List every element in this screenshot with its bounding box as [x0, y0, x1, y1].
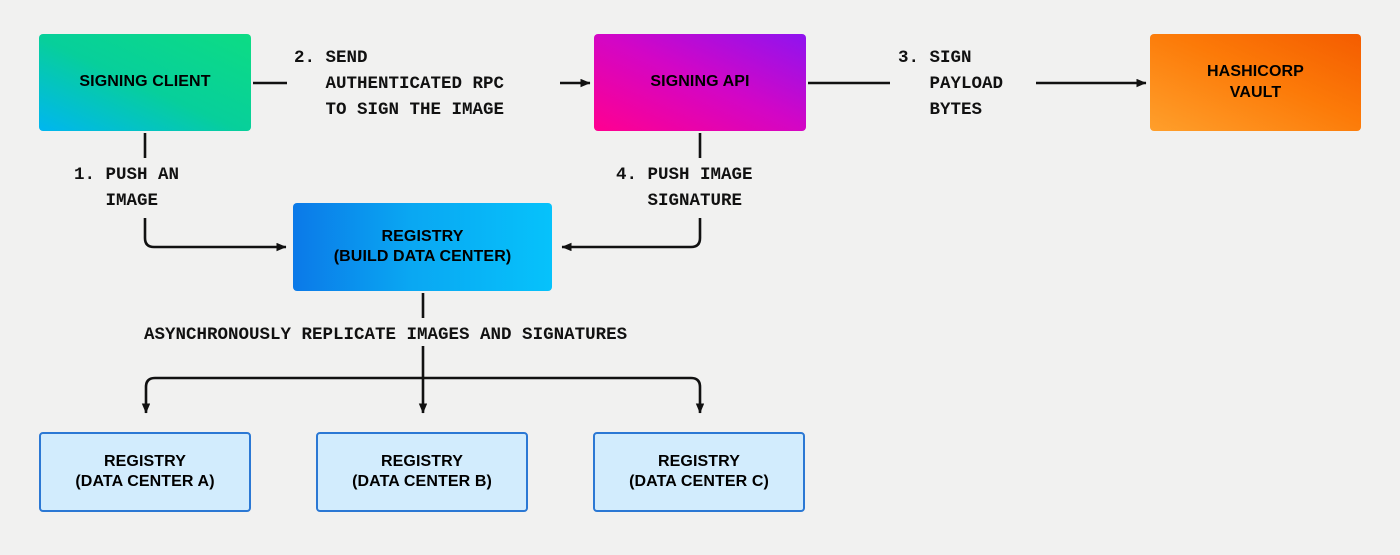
- node-signing-client-label: SIGNING CLIENT: [79, 73, 211, 91]
- node-hashicorp-vault[interactable]: HASHICORP VAULT: [1150, 34, 1361, 131]
- node-registry-build-label: REGISTRY (BUILD DATA CENTER): [333, 227, 512, 265]
- edge-label-replicate: ASYNCHRONOUSLY REPLICATE IMAGES AND SIGN…: [144, 325, 628, 345]
- node-registry-data-center-b[interactable]: REGISTRY (DATA CENTER B): [316, 432, 528, 512]
- node-registry-data-center-c-label: REGISTRY (DATA CENTER C): [629, 452, 769, 490]
- node-registry-build[interactable]: REGISTRY (BUILD DATA CENTER): [293, 203, 552, 291]
- node-registry-data-center-a-label: REGISTRY (DATA CENTER A): [75, 452, 215, 490]
- node-registry-data-center-c[interactable]: REGISTRY (DATA CENTER C): [593, 432, 805, 512]
- edge-label-step1: 1. PUSH AN IMAGE: [74, 165, 180, 211]
- edge-label-step4: 4. PUSH IMAGE SIGNATURE: [616, 165, 753, 211]
- edge-step4-elbow: [561, 218, 702, 252]
- node-hashicorp-vault-label: HASHICORP VAULT: [1207, 63, 1304, 101]
- node-signing-api-label: SIGNING API: [650, 73, 750, 91]
- edge-label-step2: 2. SEND AUTHENTICATED RPC TO SIGN THE IM…: [294, 48, 505, 120]
- node-signing-client[interactable]: SIGNING CLIENT: [39, 34, 251, 131]
- edge-step1-elbow: [143, 218, 287, 252]
- node-signing-api[interactable]: SIGNING API: [594, 34, 806, 131]
- edge-replicate-branch-left: [141, 376, 423, 414]
- node-registry-data-center-a[interactable]: REGISTRY (DATA CENTER A): [39, 432, 251, 512]
- node-registry-data-center-b-label: REGISTRY (DATA CENTER B): [352, 452, 492, 490]
- edge-replicate-branch-right: [423, 376, 705, 414]
- edge-label-step3: 3. SIGN PAYLOAD BYTES: [898, 48, 1004, 120]
